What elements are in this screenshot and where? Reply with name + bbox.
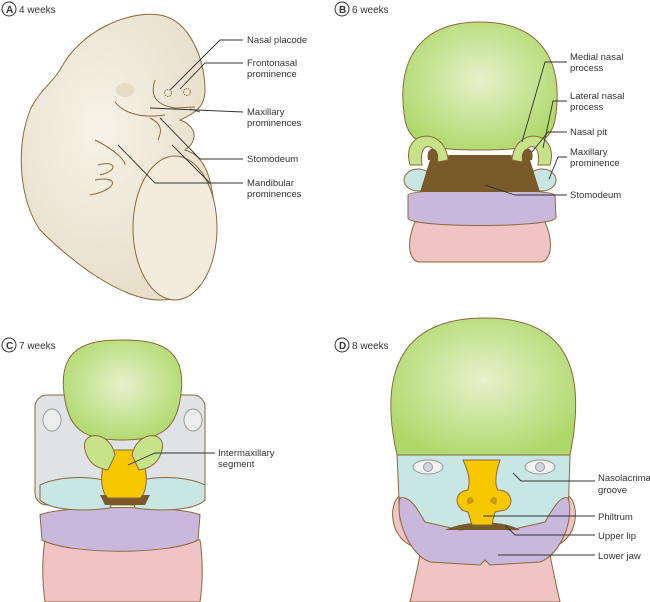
eye-left [42,408,62,432]
maxillary-outline [114,101,166,141]
optic-placode [116,83,134,97]
maxillary-prominence [39,477,206,511]
label-lower-jaw: Lower jaw [598,551,641,562]
label-nasal-placode: Nasal placode [247,35,307,46]
panel-b: B 6 weeks Medial nasal process Lateral n… [334,1,624,263]
nasal-placode [164,89,172,97]
label-nasolacrimal: Nasolacrimal [598,473,650,484]
panel-letter: B [339,5,346,16]
neck [409,221,551,263]
panel-a-labels: Nasal placode Frontonasal prominence Max… [247,35,307,200]
label-intermaxillary: Intermaxillary [218,448,275,459]
label-medial-nasal: Medial nasal [570,52,623,63]
panel-a: A 4 weeks Nasal placode Frontonasal prom… [1,1,307,301]
panel-letter: C [6,341,13,352]
iris-right [535,462,545,472]
frontonasal-region [390,317,577,456]
panel-title: 6 weeks [352,5,389,16]
frontonasal-prominence [62,339,183,441]
frontonasal-prominence [402,21,558,151]
eye-right [183,408,203,432]
label-nasal-pit: Nasal pit [570,127,607,138]
label-stomodeum: Stomodeum [247,154,298,165]
label-lateral-nasal: Lateral nasal [570,91,624,102]
panel-title: 7 weeks [19,341,56,352]
label-lateral-nasal-2: process [570,102,604,113]
panel-title: 8 weeks [352,341,389,352]
panel-letter-circle [1,337,17,353]
panel-letter-circle [334,337,350,353]
iris-left [423,462,433,472]
stomodeum [420,155,540,192]
panel-letter-circle [1,1,17,17]
panel-letter-circle [334,1,350,17]
neck [42,539,203,602]
label-mandibular-2: prominences [247,189,302,200]
nostrils [467,497,497,505]
label-philtrum: Philtrum [598,512,633,523]
neck [409,554,561,602]
nasal-placode [183,88,191,96]
nasal-processes [84,435,163,471]
label-medial-nasal-2: process [570,63,604,74]
label-maxillary-prominence-2: prominence [570,158,620,169]
label-nasolacrimal-2: groove [598,485,627,496]
heart-bulge [132,155,218,301]
label-upper-lip: Upper lip [598,531,636,542]
panel-letter: D [339,341,346,352]
panel-b-labels: Medial nasal process Lateral nasal proce… [570,52,624,201]
nasal-pit [427,148,533,160]
frontonasal-outline [152,79,196,109]
panel-c: C 7 weeks Intermaxillary segment [1,337,275,602]
panel-letter: A [6,5,13,16]
label-maxillary: Maxillary [247,107,285,118]
lower-jaw [398,497,571,566]
label-stomodeum: Stomodeum [570,190,621,201]
label-maxillary-2: prominences [247,118,302,129]
label-frontonasal-2: prominence [247,69,297,80]
pharyngeal-arches [89,139,126,196]
mouth [445,522,520,530]
panel-title: 4 weeks [19,5,56,16]
panel-d: D 8 weeks Nasolacrimal groove Philtrum U… [334,317,650,602]
panel-d-labels: Nasolacrimal groove Philtrum Upper lip L… [598,473,650,562]
label-intermaxillary-2: segment [218,459,255,470]
mandibular-prominence [39,507,201,552]
label-frontonasal: Frontonasal [247,58,297,69]
label-maxillary-prominence: Maxillary [570,147,608,158]
label-mandibular: Mandibular [247,178,294,189]
nose-philtrum [456,459,512,526]
